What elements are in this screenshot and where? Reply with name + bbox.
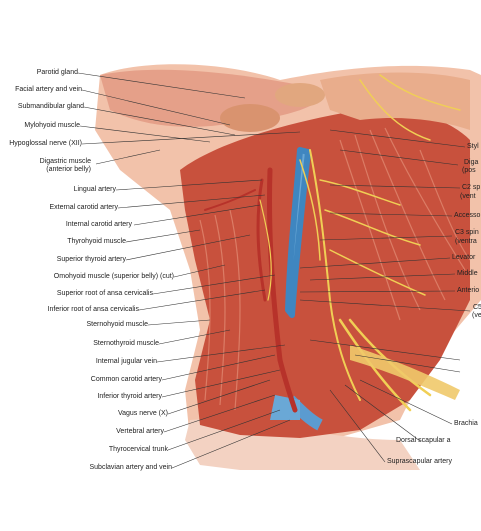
label-internal-jugular-vein: Internal jugular vein: [95, 358, 157, 365]
submandibular-gland: [220, 104, 280, 132]
muscle-striations: [199, 127, 471, 411]
label-omohyoid-muscle: Omohyoid muscle (superior belly) (cut): [53, 273, 174, 280]
label-submandibular-gland: Submandibular gland: [17, 103, 84, 110]
leader-lines: [77, 72, 471, 469]
label-digastric-muscle: Digastric muscle: [39, 158, 91, 165]
label-right-c2-sp: C2 sp: [462, 184, 481, 191]
label-right-c5: C5: [473, 304, 481, 311]
label-right-suprascapular-artery: Suprascapular artery: [387, 458, 452, 465]
label-inferior-thyroid-artery: Inferior thyroid artery: [97, 393, 162, 400]
label-thyrohyoid-muscle: Thyrohyoid muscle: [67, 238, 126, 245]
label-inferior-root-ansa: Inferior root of ansa cervicalis: [47, 306, 139, 313]
label-digastric-anterior-belly: (anterior belly): [46, 166, 91, 173]
label-right-dorsal-scapular: Dorsal scapular a: [396, 437, 451, 444]
label-right-levator: Levator: [452, 254, 476, 261]
label-right-middle: Middle: [457, 270, 478, 277]
nerves: [259, 74, 461, 412]
label-vagus-nerve: Vagus nerve (X): [117, 410, 168, 417]
label-mylohyoid-muscle: Mylohyoid muscle: [24, 122, 80, 129]
label-right-diga: Diga: [464, 159, 479, 166]
label-parotid-gland: Parotid gland: [36, 69, 78, 76]
label-right-pos: (pos: [462, 167, 476, 174]
label-vertebral-artery: Vertebral artery: [116, 428, 164, 435]
label-right-vent: (vent: [460, 193, 476, 200]
occipital-region: [320, 72, 470, 130]
label-right-anterio: Anterio: [457, 287, 480, 294]
label-sternohyoid-muscle: Sternohyoid muscle: [86, 321, 148, 328]
label-right-styl: Styl: [467, 143, 479, 150]
label-facial-artery-vein: Facial artery and vein: [15, 86, 82, 93]
label-hypoglossal-nerve: Hypoglossal nerve (XII): [9, 140, 82, 147]
internal-jugular-vein: [285, 147, 311, 318]
label-internal-carotid-artery: Internal carotid artery: [65, 221, 132, 228]
label-superior-thyroid-artery: Superior thyroid artery: [56, 256, 126, 263]
label-right-ventra: (ventra: [455, 238, 477, 245]
label-sternothyroid-muscle: Sternothyroid muscle: [93, 340, 159, 347]
parotid-gland: [275, 83, 325, 107]
label-right-ve: (ve: [472, 312, 481, 319]
label-thyrocervical-trunk: Thyrocervical trunk: [108, 446, 168, 453]
label-right-c3-spin: C3 spin: [455, 229, 479, 236]
label-common-carotid-artery: Common carotid artery: [90, 376, 162, 383]
label-superior-root-ansa: Superior root of ansa cervicalis: [56, 290, 153, 297]
label-right-accesso: Accesso: [454, 212, 481, 219]
label-external-carotid-artery: External carotid artery: [49, 204, 118, 211]
label-right-brachia: Brachia: [454, 420, 478, 427]
label-subclavian-artery-vein: Subclavian artery and vein: [89, 464, 173, 471]
label-lingual-artery: Lingual artery: [73, 186, 116, 193]
